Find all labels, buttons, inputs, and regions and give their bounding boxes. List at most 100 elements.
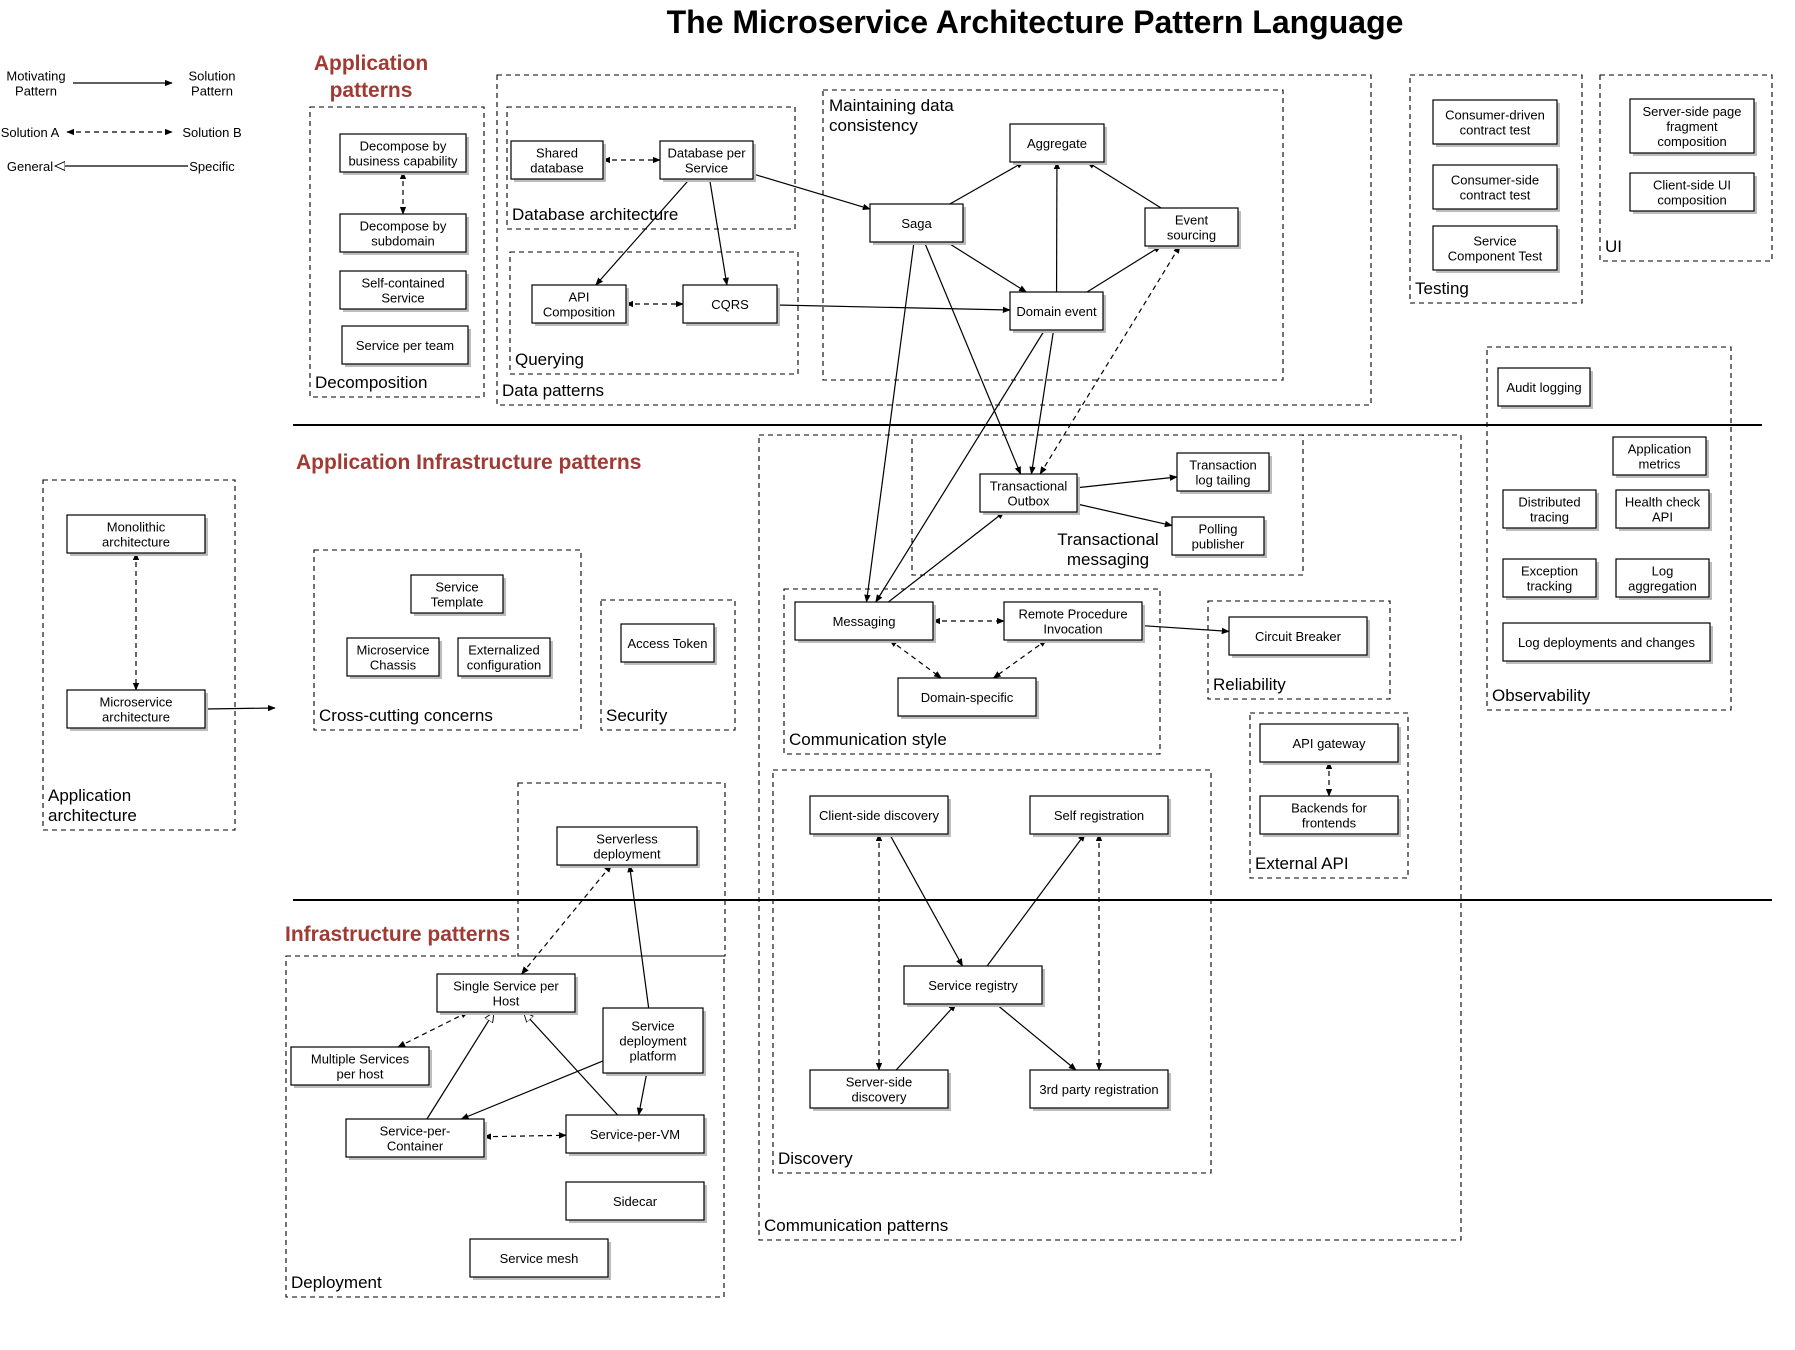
group-transactional-messaging (911, 434, 1304, 576)
pattern-label: Domain-specific (921, 690, 1014, 705)
pattern-cqrs[interactable]: CQRS (682, 284, 780, 326)
pattern-label: Sidecar (613, 1194, 658, 1209)
pattern-service-per-vm[interactable]: Service-per-VM (565, 1114, 707, 1156)
pattern-audit-logging[interactable]: Audit logging (1497, 367, 1593, 409)
pattern-aggregate[interactable]: Aggregate (1009, 123, 1107, 165)
pattern-api-gateway[interactable]: API gateway (1259, 723, 1401, 765)
edge-saga-to-domain-event (946, 241, 1027, 293)
group-label: Testing (1415, 279, 1469, 298)
pattern-sidecar[interactable]: Sidecar (565, 1181, 707, 1223)
group-label: Reliability (1213, 675, 1286, 694)
pattern-service-per-team[interactable]: Service per team (341, 325, 471, 367)
edge-service-deployment-platform-to-service-per-vm (636, 1072, 648, 1116)
edge-domain-event-to-transactional-outbox (1029, 329, 1055, 475)
edge-single-service-host-to-serverless (521, 864, 612, 975)
group-label: Security (606, 706, 668, 725)
pattern-service-registry[interactable]: Service registry (903, 965, 1045, 1007)
group-label: Cross-cutting concerns (319, 706, 493, 725)
group-deployment-main: Deployment (285, 955, 725, 1298)
pattern-domain-specific[interactable]: Domain-specific (897, 677, 1039, 719)
pattern-label: Service-per-Container (380, 1124, 451, 1154)
pattern-circuit-breaker[interactable]: Circuit Breaker (1228, 616, 1370, 658)
edge-service-deployment-platform-to-serverless (627, 864, 650, 1009)
pattern-messaging[interactable]: Messaging (794, 601, 936, 643)
legend-left: Solution A (1, 125, 60, 140)
pattern-service-mesh[interactable]: Service mesh (469, 1238, 611, 1280)
pattern-log-deployments[interactable]: Log deployments and changes (1502, 622, 1713, 664)
pattern-domain-event[interactable]: Domain event (1009, 291, 1106, 333)
group-label: Communication patterns (764, 1216, 948, 1235)
group-ui: UI (1599, 74, 1773, 262)
group-label: Observability (1492, 686, 1591, 705)
edge-cqrs-to-domain-event (776, 304, 1011, 314)
pattern-label: Audit logging (1506, 380, 1581, 395)
pattern-label: Saga (901, 216, 932, 231)
pattern-label: 3rd party registration (1039, 1082, 1158, 1097)
pattern-client-side-discovery[interactable]: Client-side discovery (809, 795, 951, 837)
pattern-access-token[interactable]: Access Token (620, 623, 717, 665)
pattern-saga[interactable]: Saga (869, 203, 966, 245)
pattern-label: API gateway (1293, 736, 1366, 751)
pattern-label: CQRS (711, 297, 749, 312)
pattern-service-per-container[interactable]: Service-per-Container (345, 1118, 487, 1160)
pattern-self-registration[interactable]: Self registration (1029, 795, 1171, 837)
legend-left: General (7, 159, 53, 174)
pattern-label: Service mesh (500, 1251, 579, 1266)
group-cross-cutting: Cross-cutting concerns (313, 549, 582, 731)
pattern-third-party-registration[interactable]: 3rd party registration (1029, 1069, 1171, 1111)
edge-domain-event-to-event-sourcing (1086, 245, 1162, 293)
pattern-label: Service-per-VM (590, 1127, 680, 1142)
edge-service-per-container-to-single-service-host (426, 1012, 494, 1120)
